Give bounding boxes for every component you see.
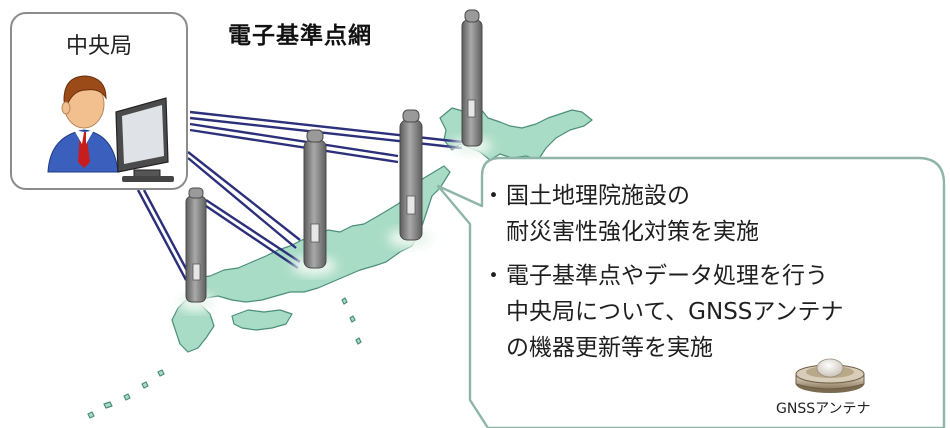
link-to-pillar-1 xyxy=(136,189,194,281)
okinawa-islands xyxy=(87,369,165,419)
link-to-pillar-2 xyxy=(187,151,301,249)
bullet-mark: ・ xyxy=(482,263,505,289)
callout-item-2: ・電子基準点やデータ処理を行う 中央局について、GNSSアンテナ の機器更新等を… xyxy=(482,258,942,366)
callout-item-2-line-3: の機器更新等を実施 xyxy=(506,335,713,361)
callout-bubble xyxy=(436,156,946,428)
izu-islands xyxy=(341,297,362,345)
link-to-pillar-3 xyxy=(189,122,399,164)
gnss-antenna-icon xyxy=(795,358,865,393)
central-station-box: 中央局 xyxy=(10,12,188,190)
gnss-station-pillar-3 xyxy=(388,109,432,248)
callout-item-1-line-2: 耐災害性強化対策を実施 xyxy=(506,219,759,245)
network-title: 電子基準点網 xyxy=(228,23,372,49)
shikoku-island xyxy=(231,309,293,331)
link-pillar2-to-pillar1 xyxy=(205,198,301,269)
antenna-caption: GNSSアンテナ xyxy=(776,401,871,417)
operator-at-computer-icon xyxy=(47,75,174,182)
gnss-station-pillar-1 xyxy=(178,187,214,312)
callout-text: ・国土地理院施設の 耐災害性強化対策を実施 ・電子基準点やデータ処理を行う 中央… xyxy=(482,178,942,366)
kyushu-island xyxy=(171,299,215,353)
gnss-station-pillar-2 xyxy=(292,129,336,276)
callout-item-2-line-2: 中央局について、GNSSアンテナ xyxy=(506,299,844,325)
callout-item-1-line-1: ・国土地理院施設の xyxy=(482,178,942,214)
callout-item-2-line-1: ・電子基準点やデータ処理を行う xyxy=(482,258,942,294)
bullet-mark: ・ xyxy=(482,183,505,209)
gnss-station-pillar-4 xyxy=(452,9,492,155)
central-station-label: 中央局 xyxy=(65,34,132,59)
callout-item-1: ・国土地理院施設の 耐災害性強化対策を実施 xyxy=(482,178,942,250)
